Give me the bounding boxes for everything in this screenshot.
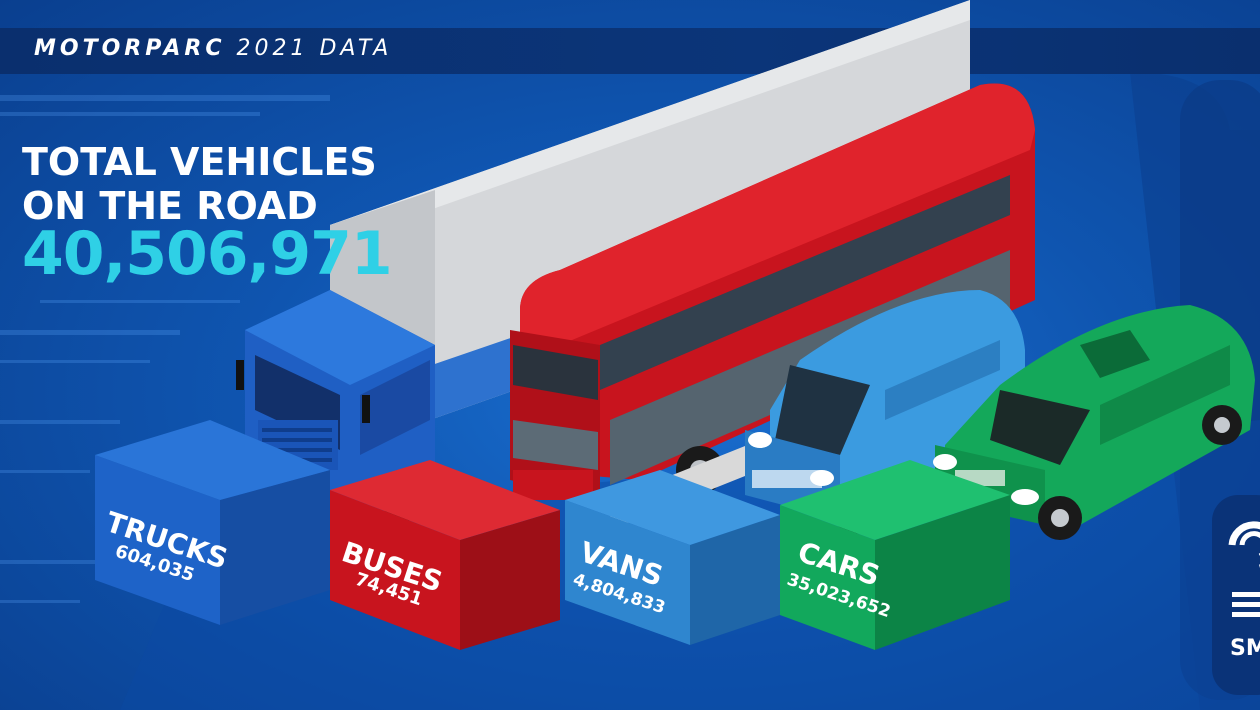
header-title: MOTORPARC 2021 DATA [34, 36, 392, 61]
category-block-cars: CARS 35,023,652 [780, 460, 1010, 650]
header-title-light: 2021 DATA [236, 36, 393, 61]
category-block-trucks: TRUCKS 604,035 [95, 420, 330, 625]
total-vehicles-value: 40,506,971 [22, 219, 393, 289]
header-title-strong: MOTORPARC [34, 36, 226, 61]
total-label-line2: ON THE ROAD [22, 184, 318, 228]
smmt-logo: SM [1212, 495, 1260, 695]
header-bar [0, 28, 1260, 74]
car-illustration [933, 305, 1255, 540]
category-block-vans: VANS 4,804,833 [565, 470, 780, 645]
total-label-line1: TOTAL VEHICLES [22, 140, 377, 184]
category-block-buses: BUSES 74,451 [330, 460, 560, 650]
total-vehicles-label: TOTAL VEHICLES ON THE ROAD [22, 140, 377, 228]
smmt-logo-text: SM [1230, 636, 1260, 661]
